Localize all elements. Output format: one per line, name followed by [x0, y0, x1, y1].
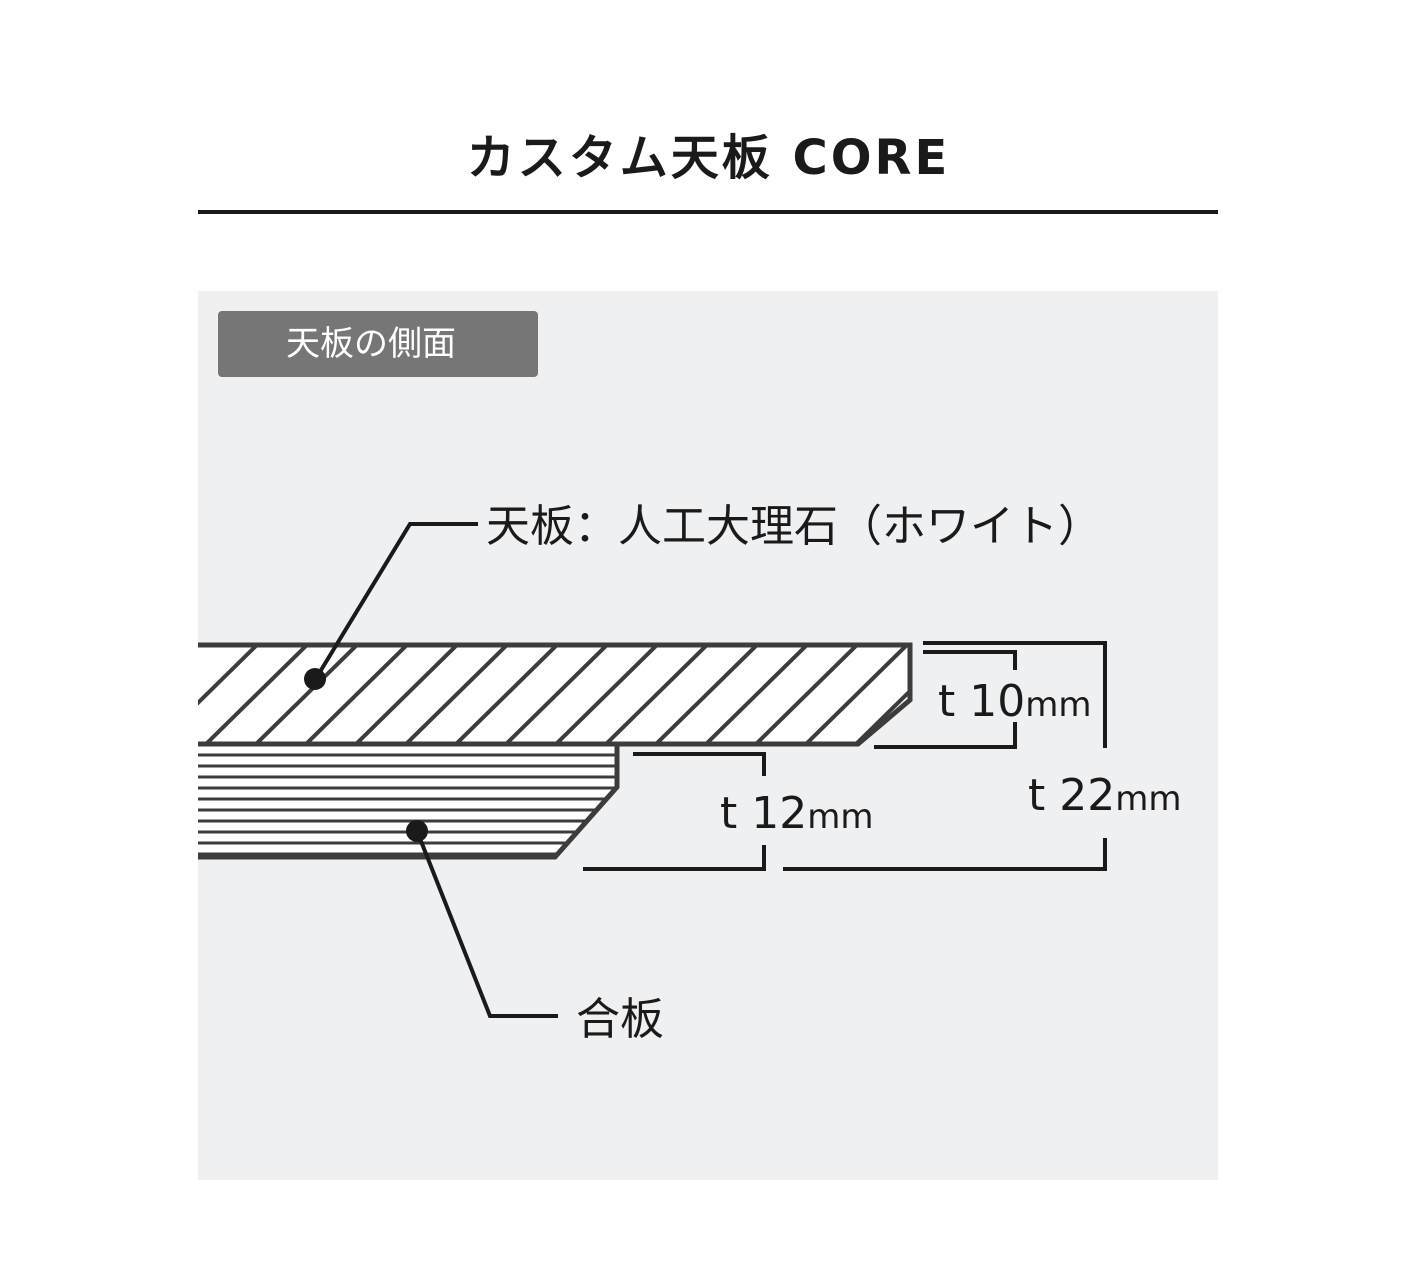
plywood-dot — [406, 820, 428, 842]
title-divider — [198, 210, 1218, 214]
plywood-label: 合板 — [576, 994, 664, 1045]
page-title: カスタム天板 CORE — [466, 130, 951, 186]
hatch-line — [348, 645, 464, 744]
marble-label: 天板：人工大理石（ホワイト） — [486, 501, 1102, 552]
marble-dot — [304, 668, 326, 690]
hatch-line — [798, 645, 910, 744]
hatch-line — [748, 645, 864, 744]
hatch-line — [848, 645, 910, 744]
hatch-line — [698, 645, 814, 744]
hatch-line — [498, 645, 614, 744]
dimension-top — [874, 650, 1017, 749]
marble-layer — [198, 640, 1212, 750]
hatch-line — [648, 645, 764, 744]
hatch-line — [398, 645, 514, 744]
hatch-line — [548, 645, 664, 744]
hatch-line — [598, 645, 714, 744]
plywood-leader — [406, 820, 558, 1018]
marble-leader — [304, 522, 478, 690]
hatch-line — [298, 645, 414, 744]
dimension-total — [783, 641, 1107, 871]
dimension-bottom — [583, 752, 766, 871]
hatch-line — [448, 645, 564, 744]
hatch-line — [198, 645, 264, 744]
hatch-line — [198, 645, 314, 744]
hatch-line — [248, 645, 364, 744]
hatch-line — [1100, 640, 1212, 750]
section-badge: 天板の側面 — [218, 311, 538, 377]
